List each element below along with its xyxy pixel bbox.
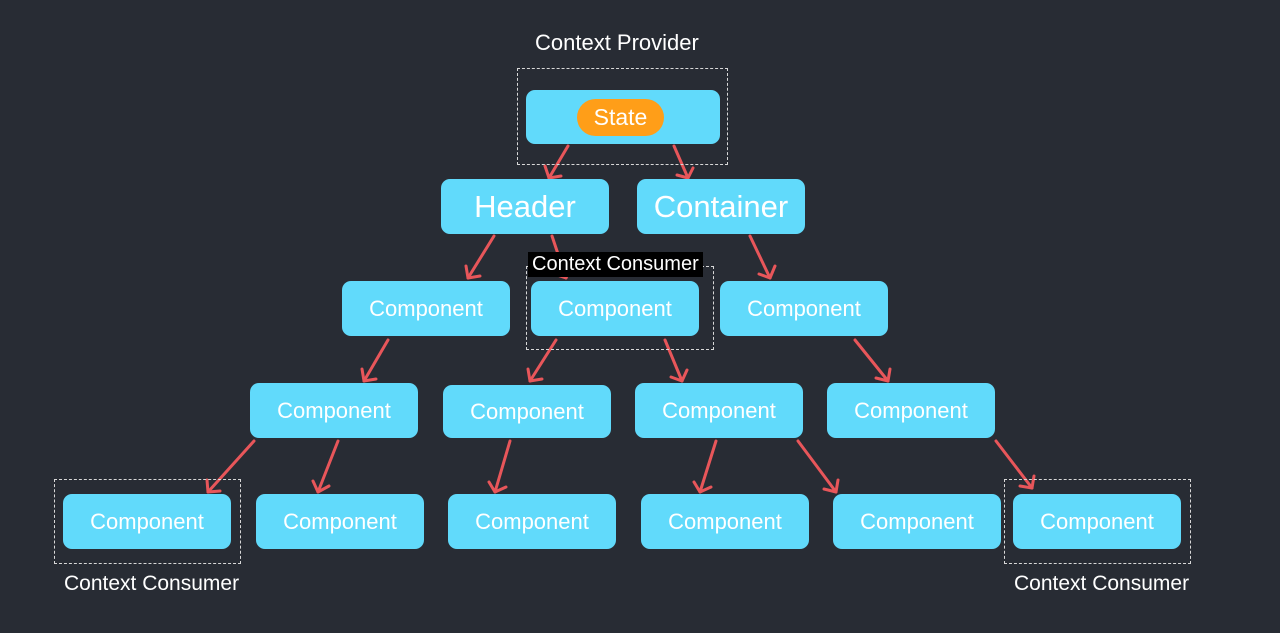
arrow-row3-3-a — [692, 439, 718, 494]
arrow-state-header — [543, 144, 570, 180]
context-consumer-label-left: Context Consumer — [64, 572, 240, 595]
arrow-row3-3-b — [796, 439, 840, 494]
component-node: Component — [641, 494, 809, 549]
component-node: Component — [448, 494, 616, 549]
arrow-header-component-left — [464, 234, 496, 280]
context-consumer-frame-left — [54, 479, 241, 564]
arrow-row2-1-a — [360, 338, 390, 383]
context-consumer-label-center: Context Consumer — [528, 252, 703, 277]
component-node: Component — [256, 494, 424, 549]
arrow-row2-2-b — [663, 338, 689, 383]
component-node: Component — [342, 281, 510, 336]
component-node: Component — [1013, 494, 1181, 549]
context-provider-frame — [517, 68, 728, 165]
arrow-row2-3-a — [853, 338, 892, 383]
component-node: Component — [833, 494, 1001, 549]
component-node: Component — [827, 383, 995, 438]
arrow-row2-2-a — [526, 338, 558, 383]
container-node: Container — [637, 179, 805, 234]
component-node: Component — [720, 281, 888, 336]
state-badge: State — [577, 99, 664, 136]
component-node: Component — [443, 385, 611, 438]
context-consumer-label-right: Context Consumer — [1014, 572, 1190, 595]
context-consumer-frame-right — [1004, 479, 1191, 564]
arrow-row3-1-b — [311, 439, 340, 494]
context-provider-label: Context Provider — [535, 30, 699, 55]
header-node: Header — [441, 179, 609, 234]
component-node: Component — [63, 494, 231, 549]
component-node: Component — [531, 281, 699, 336]
component-node: Component — [635, 383, 803, 438]
component-node: Component — [250, 383, 418, 438]
arrow-row3-1-a — [205, 439, 256, 494]
arrow-row3-2-a — [487, 439, 512, 494]
arrow-state-container — [672, 144, 695, 180]
arrow-container-component-right — [748, 234, 777, 280]
arrow-row3-4-a — [994, 439, 1036, 490]
